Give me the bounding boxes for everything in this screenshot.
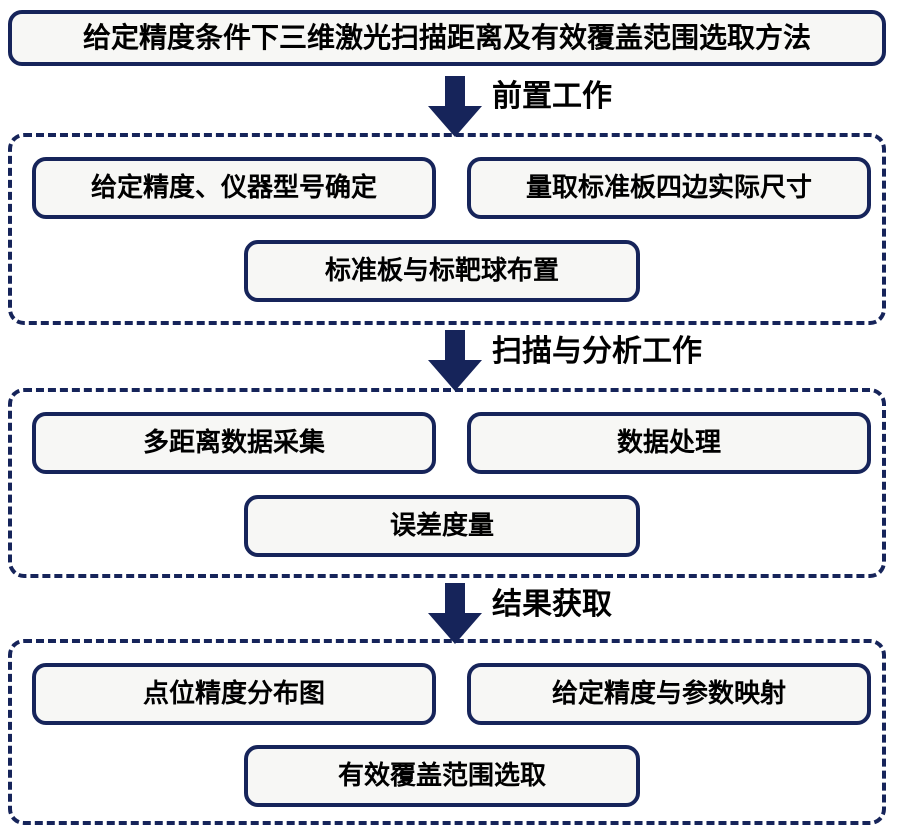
node-multi-distance-collection-label: 多距离数据采集 — [142, 428, 325, 458]
node-plate-target-layout-label: 标准板与标靶球布置 — [324, 256, 559, 286]
stage-results-container: 点位精度分布图 给定精度与参数映射 有效覆盖范围选取 — [8, 639, 886, 825]
node-effective-coverage-selection-label: 有效覆盖范围选取 — [337, 761, 546, 791]
node-data-processing-label: 数据处理 — [616, 428, 721, 458]
stage-preparatory-container: 给定精度、仪器型号确定 量取标准板四边实际尺寸 标准板与标靶球布置 — [8, 133, 886, 325]
arrow-down-icon-1 — [426, 76, 484, 138]
node-point-accuracy-map[interactable]: 点位精度分布图 — [32, 663, 436, 725]
node-accuracy-parameter-mapping-label: 给定精度与参数映射 — [551, 679, 786, 709]
arrow-down-icon-3 — [426, 583, 484, 645]
diagram-title-box: 给定精度条件下三维激光扫描距离及有效覆盖范围选取方法 — [8, 10, 886, 66]
node-measure-standard-plate-label: 量取标准板四边实际尺寸 — [525, 173, 812, 203]
arrow-down-icon-2 — [426, 330, 484, 392]
node-accuracy-parameter-mapping[interactable]: 给定精度与参数映射 — [467, 663, 871, 725]
node-error-measurement-label: 误差度量 — [389, 511, 494, 541]
node-data-processing[interactable]: 数据处理 — [467, 412, 871, 474]
node-plate-target-layout[interactable]: 标准板与标靶球布置 — [244, 240, 640, 302]
node-effective-coverage-selection[interactable]: 有效覆盖范围选取 — [244, 745, 640, 807]
node-multi-distance-collection[interactable]: 多距离数据采集 — [32, 412, 436, 474]
arrow-label-preparatory: 前置工作 — [492, 79, 612, 114]
stage-scan-analysis-container: 多距离数据采集 数据处理 误差度量 — [8, 388, 886, 578]
node-error-measurement[interactable]: 误差度量 — [244, 495, 640, 557]
node-accuracy-instrument[interactable]: 给定精度、仪器型号确定 — [32, 157, 436, 219]
node-point-accuracy-map-label: 点位精度分布图 — [142, 679, 325, 709]
node-measure-standard-plate[interactable]: 量取标准板四边实际尺寸 — [467, 157, 871, 219]
arrow-label-scan-analysis: 扫描与分析工作 — [492, 334, 702, 369]
diagram-title-text: 给定精度条件下三维激光扫描距离及有效覆盖范围选取方法 — [82, 21, 811, 54]
arrow-label-results: 结果获取 — [492, 587, 612, 622]
node-accuracy-instrument-label: 给定精度、仪器型号确定 — [90, 173, 377, 203]
